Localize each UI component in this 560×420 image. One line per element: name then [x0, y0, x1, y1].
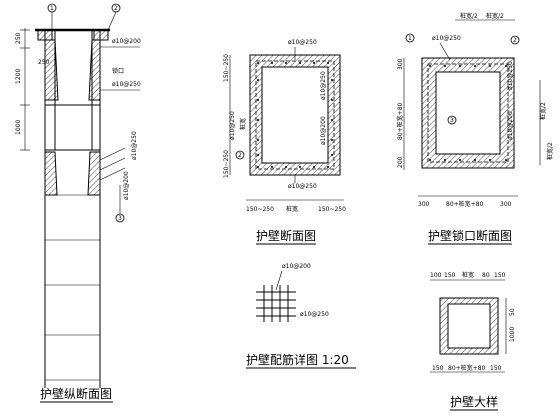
large-dim-top-1: 150 [444, 272, 456, 279]
rebar-detail-top: ø10@200 [282, 263, 311, 270]
section-dim-left-bottom: 150~250 [223, 150, 230, 178]
section-rebar-bottom: ø10@250 [288, 183, 317, 190]
large-dim-side2: 1000 [509, 327, 516, 342]
lock-dim-left2: 80+桩宽+80 [396, 102, 404, 140]
long-dim-1000: 1000 [15, 120, 22, 135]
lock-side-label2: 桩宽/2 [546, 142, 554, 160]
long-dim-250-side: 250 [38, 59, 50, 66]
lock-circle-3: 3 [450, 117, 454, 124]
section-side-label: 桩宽 [239, 118, 247, 130]
large-dim-bottom-0: 150 [432, 365, 444, 372]
lock-top-label2: 桩宽/2 [486, 12, 504, 20]
large-dim-bottom-2: 150 [490, 365, 502, 372]
long-lock-label: 锁口 [112, 67, 124, 75]
long-rebar-top: ø10@200 [112, 38, 141, 45]
long-circle-1: 1 [50, 5, 54, 12]
long-dim-250: 250 [15, 32, 22, 44]
lock-circle-2: 2 [513, 37, 517, 44]
lock-dim-left1: 300 [397, 58, 404, 70]
section-rebar-dots [257, 62, 333, 168]
section-rebar-left: ø10@250 [229, 111, 236, 140]
rebar-detail: ø10@200 ø10@250 护壁配筋详图 1:20 [246, 263, 356, 369]
lock-dim-left3: 200 [397, 156, 404, 168]
section-dim-bottom-left: 150~250 [246, 206, 274, 213]
lock-rebar-right: ø10@250 [507, 61, 514, 90]
large-dim-bottom-1: 80+桩宽+80 [448, 364, 486, 372]
title-rebar-detail: 护壁配筋详图 1:20 [246, 352, 349, 367]
lock-dim-bottom2: 80+桩宽+80 [446, 200, 484, 208]
large-dim-top-3: 80 [482, 272, 490, 279]
section-dim-left-top: 150~250 [223, 54, 230, 82]
large-dim-top-2: 桩宽 [462, 271, 474, 279]
large-dim-side1: 50 [509, 308, 516, 316]
section-rebar-right: ø10@250 [320, 71, 327, 100]
long-dim-1200: 1200 [15, 69, 22, 84]
title-section: 护壁断面图 [256, 228, 316, 243]
longitudinal-section: 250 1200 1000 1 2 ø10@200 锁口 ø10@250 250… [15, 3, 141, 403]
wall-section: ø10@250 ø10@250 ø10@250 ø10@200 ø10@250 … [223, 39, 346, 245]
lock-top-label1: 桩宽/2 [460, 12, 478, 20]
large-sample: 100 150 桩宽 80 150 50 1000 150 80+桩宽+80 1… [430, 271, 516, 411]
lock-side-label: 桩宽/2 [539, 102, 547, 120]
lock-dim-bottom3: 300 [500, 201, 512, 208]
lock-rebar-top: ø10@250 [432, 35, 461, 42]
section-rebar-top: ø10@250 [288, 39, 317, 46]
lock-rebar-right2: ø10@200 [507, 111, 514, 140]
long-circle-2: 2 [114, 5, 118, 12]
long-rebar-side2: ø10@200 [123, 171, 130, 200]
lock-circle-1: 1 [408, 35, 412, 42]
lock-section: 桩宽/2 桩宽/2 ø10@250 ø10@250 ø10@200 1 2 3 … [396, 12, 554, 245]
rebar-detail-bottom: ø10@250 [300, 311, 329, 318]
section-dim-bottom-right: 150~250 [318, 206, 346, 213]
lock-dim-bottom1: 300 [418, 201, 430, 208]
lock-rebar-dots [429, 65, 507, 161]
long-rebar-side1: ø10@250 [131, 131, 138, 160]
title-longitudinal: 护壁纵断面图 [40, 386, 112, 401]
large-dim-top-0: 100 [430, 272, 442, 279]
long-circle-3: 3 [118, 215, 122, 222]
title-lock-section: 护壁锁口断面图 [428, 228, 512, 243]
title-large-sample: 护壁大样 [450, 394, 498, 409]
long-rebar-mid: ø10@250 [112, 81, 141, 88]
section-dim-bottom-mid: 桩宽 [286, 205, 298, 213]
section-rebar-right2: ø10@200 [320, 116, 327, 145]
large-dim-top-4: 150 [494, 272, 506, 279]
section-circle: 2 [238, 152, 242, 159]
